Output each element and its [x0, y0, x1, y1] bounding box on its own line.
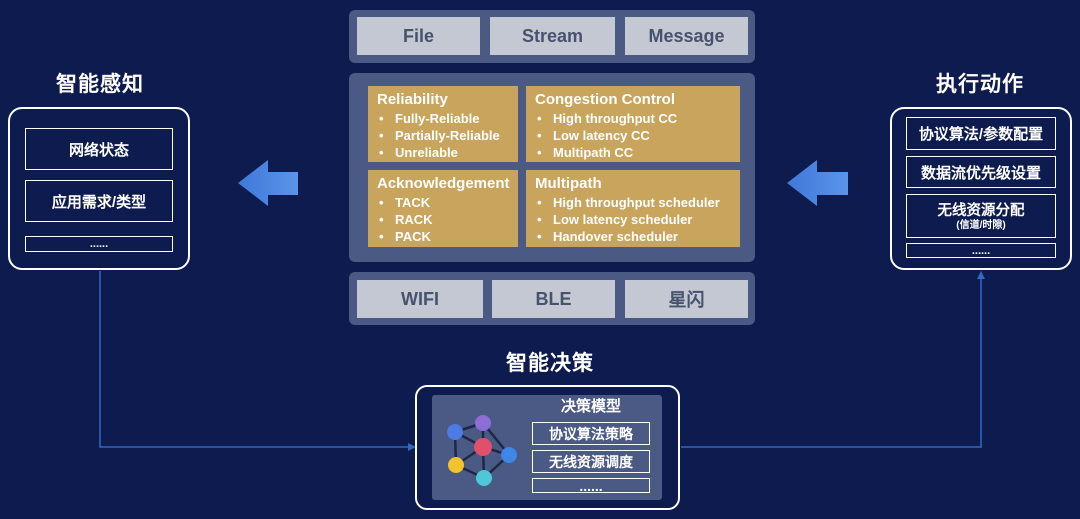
transport-type-strip: File Stream Message — [349, 10, 755, 63]
action-item-label: ...... — [971, 244, 991, 257]
module-option-list: TACK RACK PACK — [377, 194, 518, 245]
decision-panel: 决策模型 协议算法策略 无线资源调度 ...... — [415, 385, 680, 510]
link-nearlink: 星闪 — [625, 280, 748, 318]
congestion-control-module: Congestion Control High throughput CC Lo… — [526, 86, 740, 162]
module-title: Reliability — [377, 91, 448, 108]
link-ble: BLE — [492, 280, 615, 318]
network-node-red — [474, 438, 492, 456]
module-title: Acknowledgement — [377, 175, 510, 192]
link-wifi: WIFI — [357, 280, 483, 318]
perception-panel: 网络状态 应用需求/类型 ...... — [8, 107, 190, 270]
action-item-label: 无线资源分配 — [937, 202, 1025, 219]
perception-title: 智能感知 — [56, 73, 144, 96]
action-panel: 协议算法/参数配置 数据流优先级设置 无线资源分配 (信道/时隙) ...... — [890, 107, 1072, 270]
perception-item: 网络状态 — [25, 128, 173, 170]
module-option: Partially-Reliable — [377, 127, 518, 144]
multipath-module: Multipath High throughput scheduler Low … — [526, 170, 740, 247]
left-arrow-icon — [238, 160, 298, 206]
decision-item-more: ...... — [532, 478, 650, 493]
action-item: 无线资源分配 (信道/时隙) — [906, 194, 1056, 238]
module-option: Fully-Reliable — [377, 110, 518, 127]
action-item: 数据流优先级设置 — [906, 156, 1056, 188]
action-item-note: (信道/时隙) — [956, 219, 1006, 231]
reliability-module: Reliability Fully-Reliable Partially-Rel… — [368, 86, 518, 162]
network-node-purple — [475, 415, 491, 431]
module-option: RACK — [377, 211, 518, 228]
neural-network-icon — [447, 415, 517, 486]
protocol-module-panel: Reliability Fully-Reliable Partially-Rel… — [349, 73, 755, 262]
decision-item: 协议算法策略 — [532, 422, 650, 445]
module-option: TACK — [377, 194, 518, 211]
network-node-yellow — [448, 457, 464, 473]
module-option: Unreliable — [377, 144, 518, 161]
action-item: 协议算法/参数配置 — [906, 117, 1056, 150]
network-node-cyan — [476, 470, 492, 486]
acknowledgement-module: Acknowledgement TACK RACK PACK — [368, 170, 518, 247]
module-option: Multipath CC — [535, 144, 740, 161]
link-layer-strip: WIFI BLE 星闪 — [349, 272, 755, 325]
decision-item: 无线资源调度 — [532, 450, 650, 473]
perception-item-more: ...... — [25, 236, 173, 252]
decision-model-label: 决策模型 — [560, 398, 621, 415]
action-item-label: 数据流优先级设置 — [920, 164, 1041, 182]
module-option: PACK — [377, 228, 518, 245]
transport-stream: Stream — [490, 17, 615, 55]
module-option: High throughput scheduler — [535, 194, 740, 211]
module-title: Congestion Control — [535, 91, 675, 108]
perception-item: 应用需求/类型 — [25, 180, 173, 222]
network-node-blue — [501, 447, 517, 463]
decision-title: 智能决策 — [506, 352, 594, 375]
decision-model-panel: 决策模型 协议算法策略 无线资源调度 ...... — [432, 395, 662, 500]
module-option: Low latency scheduler — [535, 211, 740, 228]
transport-file: File — [357, 17, 480, 55]
left-arrow-icon — [787, 160, 848, 206]
action-item-label: 协议算法/参数配置 — [918, 126, 1044, 143]
transport-message: Message — [625, 17, 748, 55]
module-option: Handover scheduler — [535, 228, 740, 245]
action-title: 执行动作 — [936, 73, 1024, 96]
arrowhead-up-icon — [977, 271, 985, 279]
module-option: High throughput CC — [535, 110, 740, 127]
module-option: Low latency CC — [535, 127, 740, 144]
module-title: Multipath — [535, 175, 602, 192]
network-node-blue — [447, 424, 463, 440]
action-item-more: ...... — [906, 243, 1056, 258]
module-option-list: High throughput CC Low latency CC Multip… — [535, 110, 740, 161]
module-option-list: Fully-Reliable Partially-Reliable Unreli… — [377, 110, 518, 161]
module-option-list: High throughput scheduler Low latency sc… — [535, 194, 740, 245]
